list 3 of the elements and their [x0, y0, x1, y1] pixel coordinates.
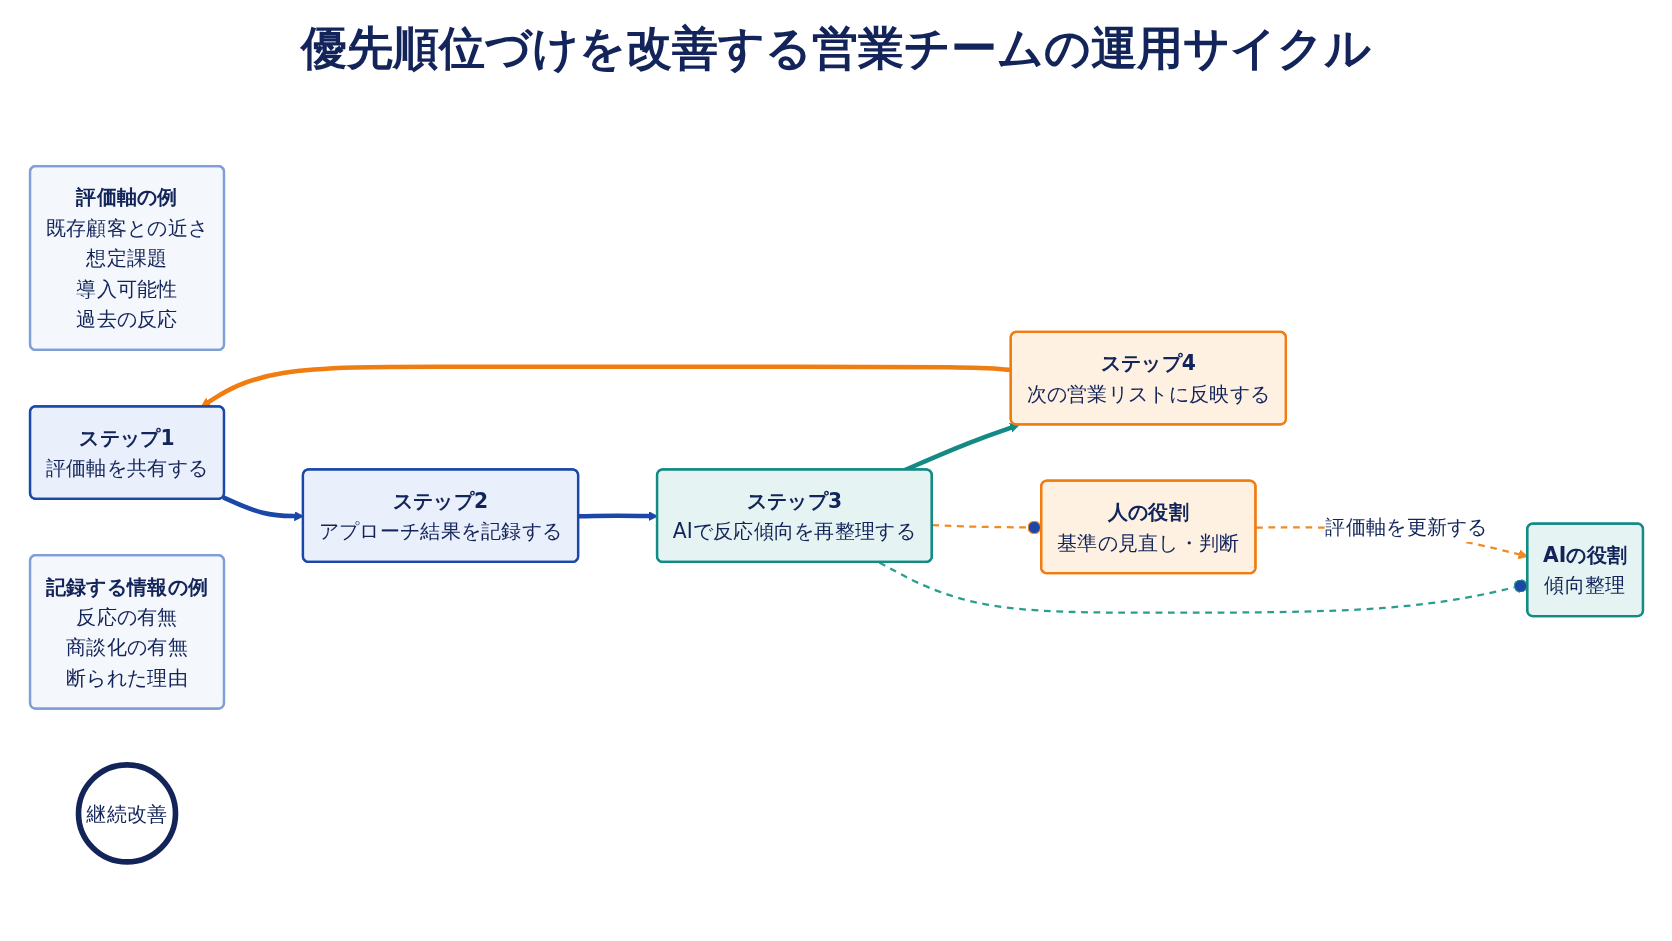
edge-label: 評価軸を更新する	[1324, 514, 1488, 539]
title: 優先順位づけを改善する営業チームの運用サイクル	[301, 20, 1371, 77]
node-circle: 継続改善	[75, 761, 178, 865]
